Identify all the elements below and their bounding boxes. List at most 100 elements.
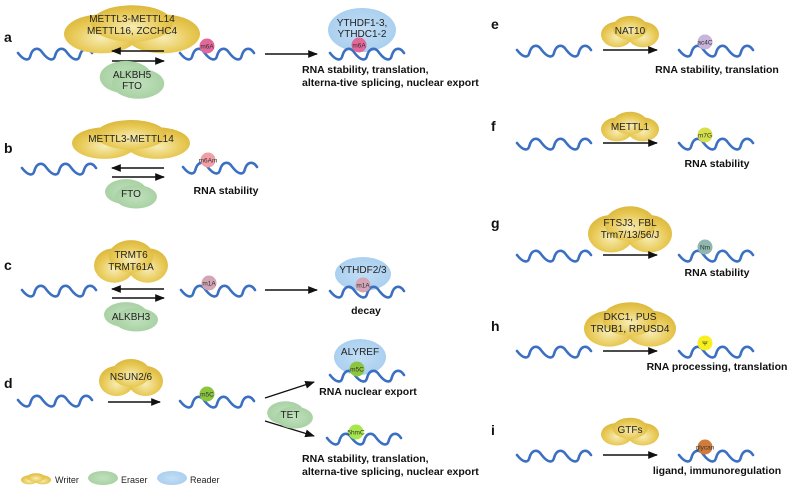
eraser-shape bbox=[105, 179, 157, 209]
reader-name: YTHDF2/3 bbox=[339, 265, 387, 276]
panel-label: h bbox=[491, 318, 500, 334]
writer-name: METTL3-METTL14 bbox=[89, 14, 175, 25]
modification-circle bbox=[697, 239, 713, 255]
panel-i: i GTFs glycan ligand, immunoregulation bbox=[491, 417, 781, 477]
writer-lobe bbox=[612, 417, 648, 439]
writer-lobe bbox=[95, 120, 167, 150]
rna-strand bbox=[515, 137, 593, 151]
modification-circle bbox=[348, 424, 364, 440]
writer-name: FTSJ3, FBL bbox=[603, 218, 657, 229]
eraser-lobe bbox=[115, 185, 157, 209]
modification-mark: Ψ bbox=[697, 335, 713, 351]
modification-label: ac4C bbox=[697, 39, 712, 46]
modification-mark: m1A bbox=[355, 277, 371, 293]
outcome-text: ligand, immunoregulation bbox=[653, 465, 781, 477]
legend-reader: Reader bbox=[157, 471, 220, 485]
writer-name: TRMT61A bbox=[108, 262, 154, 273]
writer-legend-icon bbox=[21, 473, 51, 485]
modification-mark: ac4C bbox=[697, 34, 713, 50]
rna-strand bbox=[677, 449, 755, 463]
eraser-lobe bbox=[112, 68, 165, 99]
writer-name: METTL1 bbox=[611, 122, 650, 133]
rna-strand bbox=[325, 432, 403, 446]
eraser-name: FTO bbox=[121, 189, 141, 200]
outcome-text: RNA stability, translation, bbox=[302, 453, 429, 465]
modification-label: m1A bbox=[356, 282, 370, 289]
modification-circle bbox=[697, 34, 713, 50]
modification-label: m5C bbox=[350, 366, 364, 373]
panel-label: i bbox=[491, 422, 495, 438]
modification-label: Nm bbox=[700, 244, 710, 251]
rna-strand bbox=[20, 162, 98, 176]
modification-mark: glycan bbox=[696, 439, 715, 455]
writer-name: Trm7/13/56/J bbox=[601, 230, 660, 241]
outcome-text: decay bbox=[351, 305, 381, 317]
modification-circle bbox=[199, 38, 215, 54]
rna-strand bbox=[16, 47, 94, 61]
legend-writer-label: Writer bbox=[55, 475, 79, 485]
panel-label: b bbox=[4, 140, 13, 156]
modification-label: m1A bbox=[202, 280, 216, 287]
rna-strand bbox=[677, 345, 755, 359]
eraser-name: FTO bbox=[122, 81, 142, 92]
outcome-text: RNA nuclear export bbox=[319, 386, 417, 398]
reader-name: ALYREF bbox=[341, 347, 379, 358]
writer-lobe bbox=[612, 15, 648, 40]
modification-mark: m5C bbox=[349, 361, 365, 377]
writer-shape bbox=[588, 206, 673, 253]
outcome-text: RNA stability, translation bbox=[655, 64, 779, 76]
legend-reader-label: Reader bbox=[190, 475, 220, 485]
modification-circle bbox=[349, 361, 365, 377]
rna-strand bbox=[677, 44, 755, 58]
eraser-shape bbox=[99, 60, 165, 99]
modification-circle bbox=[697, 439, 713, 455]
reader-legend-icon bbox=[157, 471, 187, 485]
modification-label: Ψ bbox=[702, 340, 707, 347]
rna-strand bbox=[181, 161, 259, 175]
branch-bottom-arrow bbox=[264, 420, 315, 438]
panel-label: f bbox=[491, 118, 496, 134]
eraser-name: ALKBH5 bbox=[113, 70, 152, 81]
panel-label: a bbox=[4, 29, 12, 45]
modification-label: m7G bbox=[698, 132, 712, 139]
modification-mark: m5C bbox=[199, 386, 215, 402]
legend-eraser-label: Eraser bbox=[121, 475, 148, 485]
legend-writer: Writer bbox=[21, 473, 79, 485]
rna-strand bbox=[515, 449, 593, 463]
modification-label: m5C bbox=[200, 391, 214, 398]
writer-shape bbox=[601, 417, 659, 446]
writer-shape bbox=[99, 359, 163, 396]
rna-strand bbox=[677, 249, 755, 263]
writer-shape bbox=[94, 240, 168, 283]
rna-strand bbox=[178, 395, 256, 409]
rna-strand bbox=[515, 44, 593, 58]
rna-strand bbox=[328, 285, 406, 299]
writer-name: GTFs bbox=[618, 425, 643, 436]
writer-shape bbox=[601, 15, 659, 48]
reader-shape bbox=[328, 8, 396, 52]
modification-mark: 5hmC bbox=[347, 424, 365, 440]
rna-strand bbox=[328, 369, 406, 383]
eraser-name: TET bbox=[281, 410, 300, 421]
rna-strand bbox=[328, 47, 406, 61]
writer-name: NSUN2/6 bbox=[110, 372, 153, 383]
writer-name: TRUB1, RPUSD4 bbox=[591, 324, 670, 335]
legend-eraser: Eraser bbox=[88, 471, 148, 485]
modification-label: m6A bbox=[352, 42, 366, 49]
writer-lobe bbox=[27, 473, 45, 482]
outcome-text: RNA stability bbox=[685, 267, 750, 279]
modification-circle bbox=[697, 335, 713, 351]
modification-label: 5hmC bbox=[347, 429, 365, 436]
reader-shape bbox=[334, 339, 386, 375]
modification-mark: m7G bbox=[697, 127, 713, 143]
writer-name: TRMT6 bbox=[114, 250, 148, 261]
writer-lobe bbox=[604, 206, 656, 242]
eraser-shape bbox=[267, 401, 313, 429]
writer-name: NAT10 bbox=[615, 26, 646, 37]
rna-strand bbox=[515, 345, 593, 359]
